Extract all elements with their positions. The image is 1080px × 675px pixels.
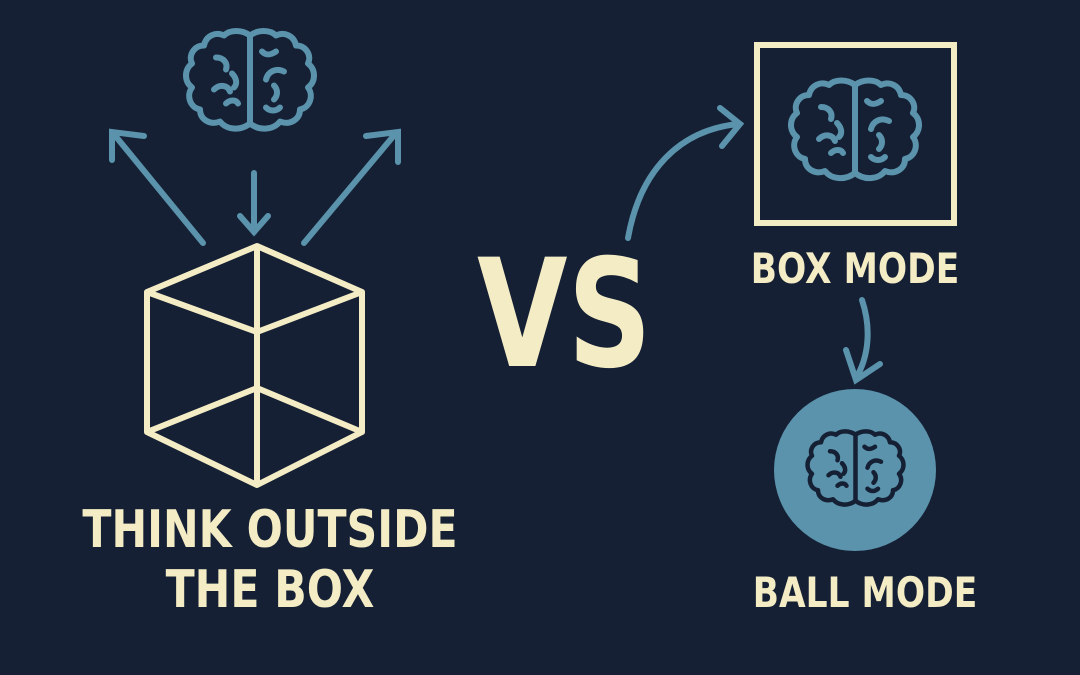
box-mode-label: BOX MODE [750, 244, 960, 293]
title-line-2: THE BOX [165, 560, 375, 620]
arrows-group [109, 128, 401, 246]
think-outside-the-box-title: THINK OUTSIDE THE BOX [81, 500, 458, 620]
brain-icon [186, 31, 314, 129]
vs-label: VS [477, 228, 652, 402]
box-mode-frame [754, 42, 957, 226]
arrow-up-left-icon [109, 128, 206, 246]
title-line-1: THINK OUTSIDE [82, 500, 458, 560]
arrow-up-right-icon [301, 128, 401, 246]
curved-arrow-down-icon [843, 297, 883, 385]
ball-mode-label: BALL MODE [752, 568, 978, 617]
curved-arrow-icon [625, 105, 745, 241]
framed-brain-icon [791, 81, 919, 179]
cube-icon [144, 243, 365, 488]
arrow-down-icon [237, 170, 271, 237]
